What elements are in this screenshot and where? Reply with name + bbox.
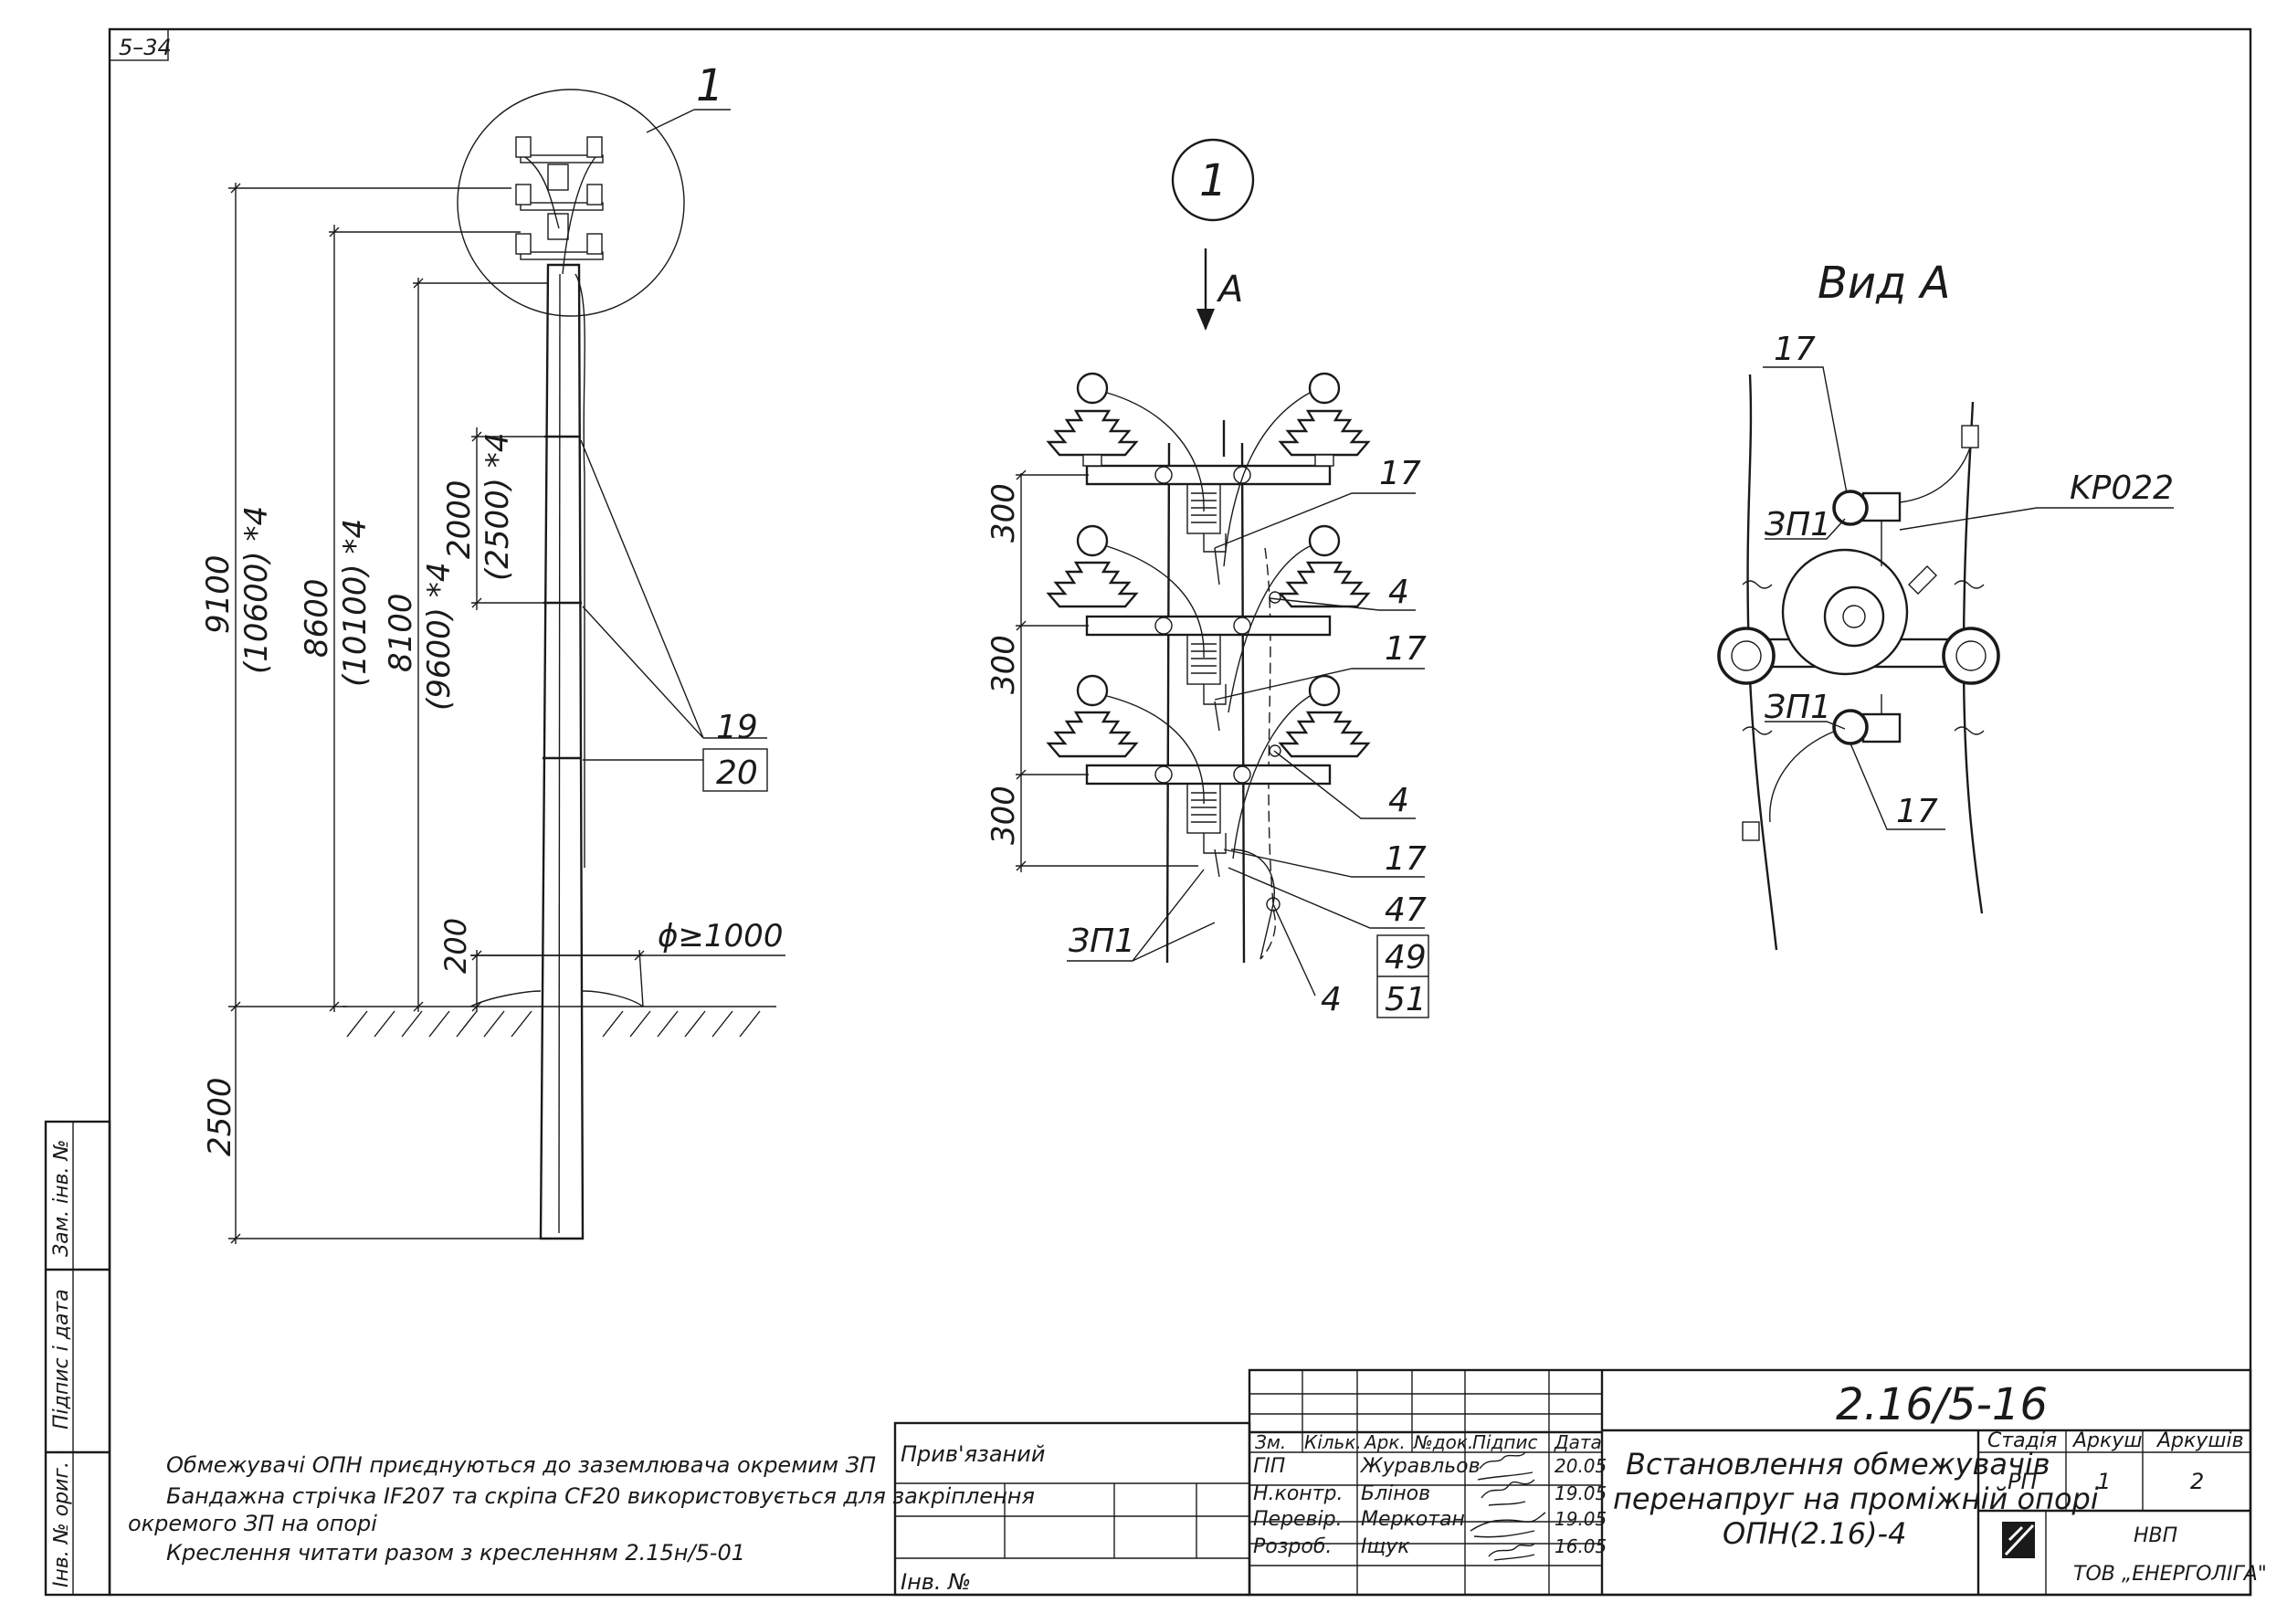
hdr-sheet: Арк.: [1363, 1431, 1406, 1453]
hdr-sign: Підпис: [1472, 1431, 1538, 1453]
drawing-code: 2.16/5-16: [1836, 1379, 2048, 1430]
view-a-pos-17-top: 17: [1774, 331, 1816, 368]
crossarm-level-1: [1046, 372, 1371, 585]
hdr-doc: №док.: [1413, 1431, 1473, 1453]
stage-value: РП: [2008, 1469, 2038, 1494]
title-line-2: перенапруг на проміжній опорі: [1613, 1482, 2099, 1516]
name-standards-control: Блінов: [1361, 1482, 1430, 1505]
dim-10100: (10100) *4: [337, 519, 374, 687]
note-line-4: Креслення читати разом з кресленням 2.15…: [166, 1540, 745, 1566]
date-chief-engineer: 20.05: [1555, 1455, 1607, 1477]
detail-1-callout: [1171, 138, 1255, 222]
role-standards-control: Н.контр.: [1253, 1482, 1343, 1505]
hdr-date: Дата: [1554, 1431, 1602, 1453]
pole-top-assembly: [515, 136, 604, 275]
dim-2500-brackets: (2500) *4: [480, 433, 516, 582]
view-a-zp1-lower: ЗП1: [1765, 689, 1831, 726]
dim-9600: (9600) *4: [421, 563, 458, 712]
view-a: Вид А 17 KP022 ЗП1 ЗП1: [1717, 258, 2174, 951]
detail-pos-17-c: 17: [1385, 840, 1427, 878]
detail-pos-49: 49: [1385, 939, 1427, 976]
detail-1-number: 1: [1199, 155, 1228, 206]
note-line-1: Обмежувачі ОПН приєднуються до заземлюва…: [166, 1452, 876, 1478]
view-a-title: Вид А: [1818, 258, 1950, 309]
dim-300-upper: 300: [985, 483, 1022, 543]
title-line-1: Встановлення обмежувачів: [1626, 1447, 2050, 1482]
detail-1-view: 1 A: [985, 138, 1429, 1018]
detail-pos-51: 51: [1385, 981, 1427, 1018]
title-block: Прив'язаний Інв. № Зм. Кільк. Арк. №док.…: [893, 1368, 2267, 1597]
hdr-qty: Кільк.: [1304, 1431, 1362, 1453]
date-standards-control: 19.05: [1555, 1482, 1607, 1504]
height-dimensions: [228, 183, 785, 1244]
inventory-no-label: Інв. №: [901, 1569, 971, 1595]
view-a-kr022: KP022: [2070, 469, 2174, 507]
role-developed: Розроб.: [1253, 1535, 1332, 1558]
view-a-pos-17-bottom: 17: [1896, 793, 1938, 830]
note-line-2: Бандажна стрічка IF207 та скріпа CF20 ви…: [166, 1483, 1035, 1509]
dim-9100: 9100: [200, 554, 237, 634]
detail-pos-47: 47: [1385, 891, 1427, 929]
stage-header: Стадія: [1987, 1429, 2057, 1452]
dim-300-middle: 300: [985, 635, 1022, 694]
replaced-inv-label: Зам. інв. №: [50, 1140, 73, 1258]
detail-callout-circle: [457, 89, 685, 317]
sheets-header: Аркушів: [2155, 1429, 2244, 1452]
dim-2500: 2500: [202, 1077, 238, 1156]
sheet-header: Аркуш: [2071, 1429, 2142, 1452]
detail-pos-4-c: 4: [1321, 981, 1342, 1018]
org-line-2: ТОВ „ЕНЕРГОЛІГА": [2073, 1563, 2267, 1586]
crossarm-level-3: [1046, 674, 1371, 960]
name-chief-engineer: Журавльов: [1359, 1455, 1481, 1478]
role-checked: Перевір.: [1253, 1508, 1343, 1531]
sheet-ref: 5–34: [119, 35, 172, 60]
detail-pos-17-b: 17: [1385, 630, 1427, 668]
pole-elevation: 1 9100 (10600) *4: [200, 60, 785, 1244]
sheet-value: 1: [2097, 1469, 2111, 1494]
handwritten-signatures: [1470, 1451, 1546, 1561]
title-line-3: ОПН(2.16)-4: [1723, 1516, 1906, 1551]
dim-8100: 8100: [383, 593, 419, 672]
date-developed: 16.05: [1555, 1535, 1607, 1557]
detail-zp1-label: ЗП1: [1069, 923, 1135, 960]
inv-no-orig-label: Інв. № ориг.: [50, 1461, 73, 1587]
detail-pos-4-a: 4: [1388, 574, 1409, 611]
view-a-zp1-upper: ЗП1: [1765, 506, 1831, 543]
dim-200: 200: [438, 918, 473, 974]
name-developed: Іщук: [1361, 1535, 1410, 1558]
dim-diameter: ϕ≥1000: [658, 918, 783, 954]
role-chief-engineer: ГІП: [1253, 1455, 1285, 1478]
name-checked: Меркотан: [1361, 1508, 1465, 1531]
org-line-1: НВП: [2134, 1524, 2177, 1547]
dim-2000: 2000: [441, 480, 478, 559]
hdr-rev: Зм.: [1255, 1431, 1286, 1453]
left-stamp-strip: Інв. № ориг. Підпис і дата Зам. інв. №: [44, 1120, 111, 1597]
position-20: 20: [716, 754, 758, 792]
note-line-3: окремого ЗП на опорі: [128, 1511, 377, 1536]
dim-8600: 8600: [299, 578, 335, 658]
sheets-value: 2: [2190, 1469, 2204, 1494]
dim-10600: (10600) *4: [238, 506, 275, 674]
view-arrow-a: A: [1216, 269, 1243, 311]
detail-callout-number: 1: [696, 60, 724, 111]
company-logo-icon: [2002, 1522, 2035, 1558]
dim-300-lower: 300: [985, 786, 1022, 845]
attached-label: Прив'язаний: [901, 1441, 1045, 1467]
position-19: 19: [716, 709, 758, 746]
detail-pos-4-b: 4: [1388, 782, 1409, 819]
detail-pos-17-a: 17: [1379, 455, 1421, 492]
date-checked: 19.05: [1555, 1508, 1607, 1530]
sign-date-label: Підпис і дата: [50, 1289, 73, 1429]
general-notes: Обмежувачі ОПН приєднуються до заземлюва…: [128, 1452, 1035, 1566]
crossarm-level-2: [1046, 524, 1371, 732]
